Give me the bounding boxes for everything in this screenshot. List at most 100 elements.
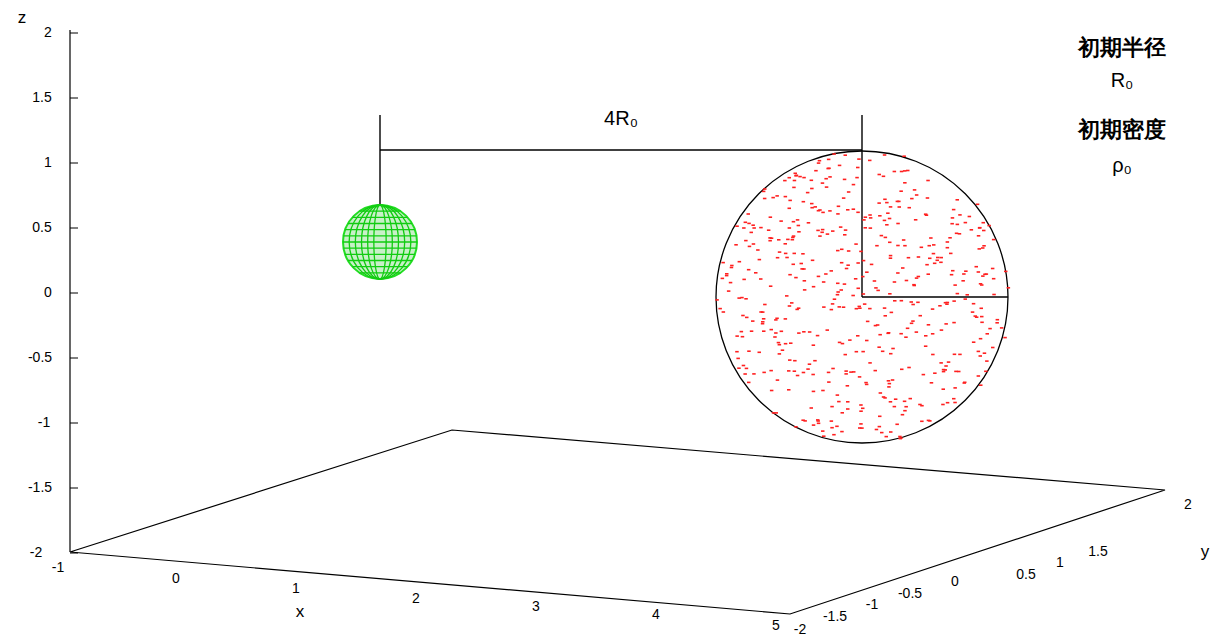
particle xyxy=(913,285,917,287)
particle xyxy=(857,288,861,290)
particle xyxy=(840,431,844,433)
particle xyxy=(740,297,744,299)
particle xyxy=(910,301,914,303)
particle xyxy=(852,371,856,373)
particle xyxy=(952,398,956,400)
particle xyxy=(858,306,862,308)
particle xyxy=(796,219,800,221)
radius-line xyxy=(862,296,1008,297)
particle xyxy=(864,227,868,229)
particle xyxy=(956,293,960,295)
particle xyxy=(729,282,733,284)
particle xyxy=(785,295,789,297)
particle xyxy=(992,239,996,241)
particle xyxy=(763,198,767,200)
particle xyxy=(982,245,986,247)
particle xyxy=(908,207,912,209)
particle xyxy=(745,368,749,370)
particle xyxy=(817,162,821,164)
particle xyxy=(816,230,820,232)
particle xyxy=(730,267,734,269)
particle xyxy=(915,194,919,196)
particle xyxy=(847,191,851,193)
particle xyxy=(788,305,792,307)
particle xyxy=(944,365,948,367)
particle xyxy=(945,303,949,305)
particle xyxy=(953,354,957,356)
particle xyxy=(874,370,878,372)
particle xyxy=(767,229,771,231)
mesh-line xyxy=(345,254,415,255)
particle xyxy=(977,271,981,273)
particle xyxy=(797,332,801,334)
particle xyxy=(958,214,962,216)
z-axis xyxy=(69,30,70,552)
particle xyxy=(995,322,999,324)
particle xyxy=(857,158,861,160)
particle xyxy=(775,318,779,320)
particle xyxy=(790,302,794,304)
particle xyxy=(812,424,816,426)
particle xyxy=(742,227,746,229)
particle xyxy=(751,224,755,226)
particle xyxy=(889,206,893,208)
dimension-lines xyxy=(380,115,1008,297)
particle xyxy=(902,239,906,241)
particle xyxy=(798,176,802,178)
particle xyxy=(876,290,880,292)
particle xyxy=(817,210,821,212)
particle xyxy=(896,272,900,274)
particle xyxy=(745,317,749,319)
particle xyxy=(946,241,950,243)
particle xyxy=(986,333,990,335)
particle xyxy=(899,190,903,192)
particle xyxy=(878,215,882,217)
particle xyxy=(868,308,872,310)
particle xyxy=(952,322,956,324)
particle xyxy=(938,305,942,307)
particle xyxy=(811,374,815,376)
particle xyxy=(948,237,952,239)
particle xyxy=(887,380,891,382)
particle xyxy=(848,339,852,341)
particle xyxy=(826,329,830,331)
tick-label: 3 xyxy=(532,599,540,614)
particle xyxy=(888,218,892,220)
particle xyxy=(769,285,773,287)
particle xyxy=(911,304,915,306)
particle xyxy=(778,353,782,355)
particle xyxy=(899,438,903,440)
particle xyxy=(778,251,782,253)
particle xyxy=(740,331,744,333)
particle xyxy=(1000,327,1004,329)
particle xyxy=(868,362,872,364)
tick-label: 0 xyxy=(44,285,52,300)
particle xyxy=(846,209,850,211)
particle xyxy=(861,351,865,353)
mesh-line xyxy=(348,260,412,261)
particle xyxy=(978,227,982,229)
particle xyxy=(752,243,756,245)
particle xyxy=(900,300,904,302)
particle-dots xyxy=(715,153,1010,439)
particle xyxy=(870,264,874,266)
particle xyxy=(983,352,987,354)
particle xyxy=(992,278,996,280)
particle xyxy=(950,274,954,276)
particle xyxy=(747,223,751,225)
particle xyxy=(966,294,970,296)
tick-label: 5 xyxy=(772,618,780,633)
particle xyxy=(868,214,872,216)
particle xyxy=(883,154,887,156)
tick-label: -0.5 xyxy=(898,586,922,601)
particle xyxy=(788,208,792,210)
mesh-line xyxy=(343,241,417,242)
particle xyxy=(925,264,929,266)
particle xyxy=(977,235,981,237)
particle xyxy=(875,245,879,247)
particle xyxy=(968,216,972,218)
particle xyxy=(865,271,869,273)
particle xyxy=(884,237,888,239)
particle xyxy=(797,225,801,227)
particle xyxy=(855,177,859,179)
